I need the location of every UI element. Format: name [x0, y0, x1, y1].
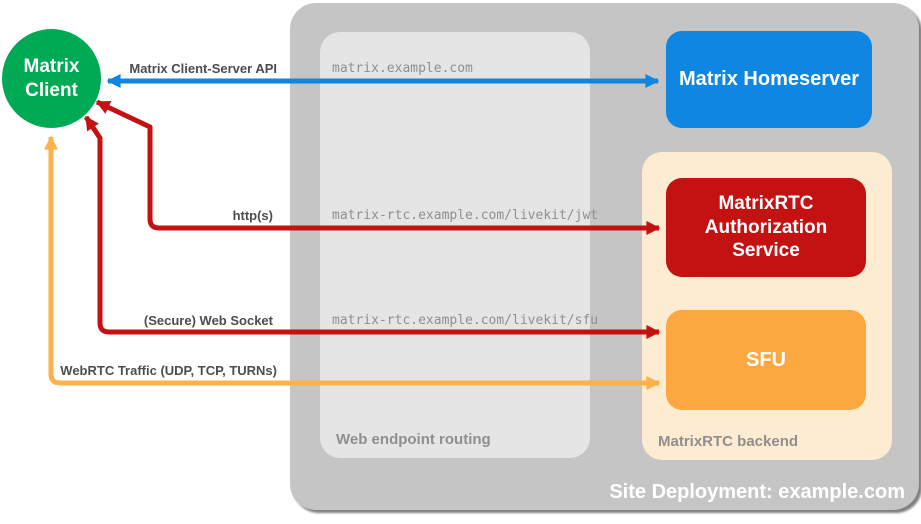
- site-deployment-label: Site Deployment: example.com: [609, 481, 905, 503]
- client-server-api-label: Matrix Client-Server API: [129, 61, 277, 76]
- webrtc-traffic-label: WebRTC Traffic (UDP, TCP, TURNs): [60, 363, 277, 378]
- matrix-client-node: Matrix Client: [2, 29, 101, 128]
- websocket-label: (Secure) Web Socket: [143, 313, 273, 328]
- web-endpoint-routing-label: Web endpoint routing: [336, 431, 491, 448]
- web-endpoint-routing-box: Web endpoint routing: [320, 32, 590, 458]
- sfu-endpoint-url: matrix-rtc.example.com/livekit/sfu: [332, 313, 599, 328]
- http-label: http(s): [232, 208, 273, 223]
- jwt-endpoint-url: matrix-rtc.example.com/livekit/jwt: [332, 208, 599, 223]
- homeserver-endpoint-url: matrix.example.com: [332, 61, 473, 76]
- matrixrtc-backend-label: MatrixRTC backend: [658, 433, 799, 450]
- matrixrtc-auth-service-node: MatrixRTC Authorization Service: [666, 178, 866, 277]
- matrix-homeserver-node: Matrix Homeserver: [666, 31, 872, 128]
- sfu-node: SFU: [666, 310, 866, 410]
